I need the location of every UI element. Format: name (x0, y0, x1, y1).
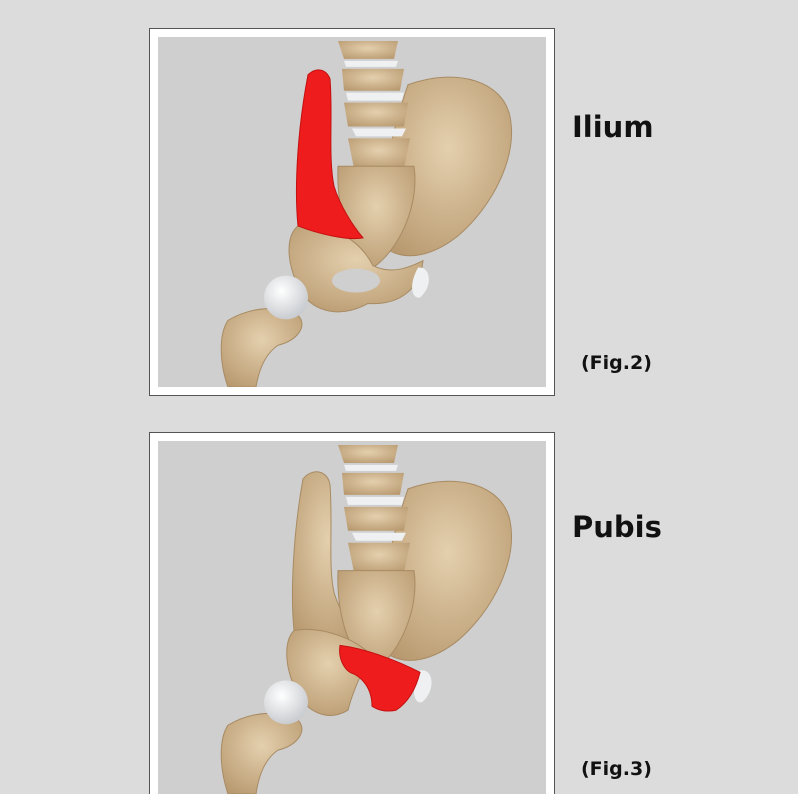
figure-caption-3: (Fig.3) (581, 758, 652, 780)
bone-label-pubis: Pubis (572, 510, 662, 544)
figure-caption-2: (Fig.2) (581, 352, 652, 374)
femur (221, 713, 302, 794)
femur (221, 308, 302, 387)
lumbar-spine (338, 41, 410, 168)
figure-panel-ilium (149, 28, 555, 396)
femoral-head (264, 276, 308, 320)
figure-panel-pubis (149, 432, 555, 794)
pelvis-pubis-svg (158, 441, 546, 794)
pelvis-illustration (158, 37, 546, 387)
lumbar-spine (338, 445, 410, 573)
bone-label-ilium: Ilium (572, 110, 654, 144)
pelvis-illustration (158, 441, 546, 794)
femoral-head (264, 680, 308, 724)
pelvis-ilium-svg (158, 37, 546, 387)
